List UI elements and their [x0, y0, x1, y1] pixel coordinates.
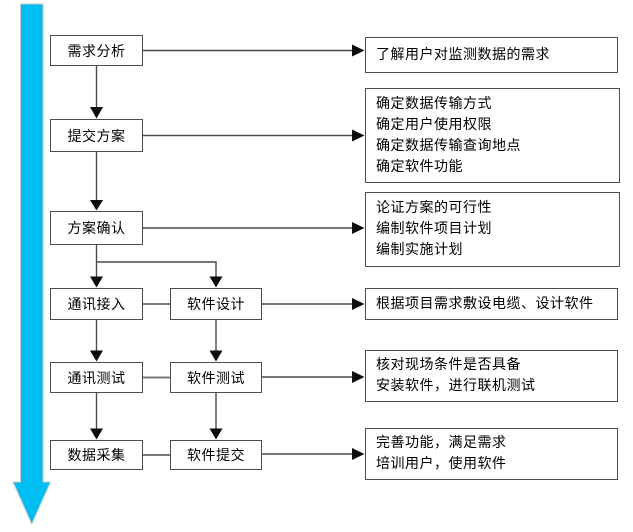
arrow-requirements-to-submit [90, 66, 103, 119]
note-line: 编制实施计划 [376, 243, 463, 258]
step-label: 方案确认 [67, 222, 126, 237]
arrow-to-note-6 [262, 448, 365, 460]
note-line: 论证方案的可行性 [376, 201, 492, 216]
step-label: 通讯测试 [67, 371, 126, 387]
note-box-requirements: 了解用户对监测数据的需求 [365, 37, 618, 73]
step-label: 软件测试 [187, 371, 245, 387]
step-label: 数据采集 [67, 449, 126, 464]
arrow-confirm-to-comm-access [90, 245, 103, 288]
step-box-comm-test: 通讯测试 [50, 362, 143, 393]
note-line: 完善功能，满足需求 [376, 436, 507, 451]
arrow-comm-test-to-data-collect [90, 393, 103, 440]
note-line: 核对现场条件是否具备 [376, 358, 521, 373]
step-label: 软件设计 [187, 298, 245, 313]
arrow-to-note-1 [143, 44, 365, 57]
note-line: 编制软件项目计划 [376, 222, 492, 237]
arrow-software-design-to-software-test [209, 320, 223, 362]
note-box-confirmation-details: 论证方案的可行性 编制软件项目计划 编制实施计划 [365, 192, 620, 267]
step-label: 通讯接入 [67, 298, 126, 313]
step-label: 需求分析 [67, 44, 126, 60]
step-box-comm-access: 通讯接入 [50, 288, 143, 320]
arrow-to-note-2 [143, 129, 365, 142]
note-box-test-details: 核对现场条件是否具备 安装软件，进行联机测试 [365, 350, 618, 402]
branch-confirm-to-software-design [96, 261, 223, 288]
arrow-comm-access-to-comm-test [90, 320, 103, 362]
arrow-to-note-4 [262, 298, 365, 310]
arrow-to-note-5 [262, 371, 365, 383]
arrow-submit-to-confirm [90, 152, 103, 211]
note-line: 安装软件，进行联机测试 [376, 379, 536, 394]
note-line: 培训用户，使用软件 [376, 457, 507, 472]
timeline-down-arrow [12, 3, 52, 526]
note-box-delivery-details: 完善功能，满足需求 培训用户，使用软件 [365, 428, 618, 480]
step-box-requirements-analysis: 需求分析 [50, 35, 143, 66]
step-box-submit-plan: 提交方案 [50, 119, 143, 152]
step-label: 提交方案 [67, 129, 126, 145]
step-box-data-collection: 数据采集 [50, 440, 143, 470]
step-box-software-design: 软件设计 [170, 288, 262, 320]
step-box-plan-confirmation: 方案确认 [50, 211, 143, 245]
note-line: 确定数据传输方式 [376, 96, 492, 112]
note-line: 确定数据传输查询地点 [376, 138, 521, 154]
note-line: 根据项目需求敷设电缆、设计软件 [376, 296, 594, 312]
step-label: 软件提交 [187, 449, 245, 464]
step-box-software-test: 软件测试 [170, 362, 262, 393]
note-box-plan-details: 确定数据传输方式 确定用户使用权限 确定数据传输查询地点 确定软件功能 [365, 88, 620, 183]
note-line: 了解用户对监测数据的需求 [376, 47, 550, 63]
arrow-software-test-to-software-submit [209, 393, 223, 440]
note-box-design-details: 根据项目需求敷设电缆、设计软件 [365, 288, 618, 320]
note-line: 确定软件功能 [376, 159, 463, 175]
note-line: 确定用户使用权限 [376, 117, 492, 133]
step-box-software-submit: 软件提交 [170, 440, 262, 470]
arrow-to-note-3 [143, 222, 365, 234]
